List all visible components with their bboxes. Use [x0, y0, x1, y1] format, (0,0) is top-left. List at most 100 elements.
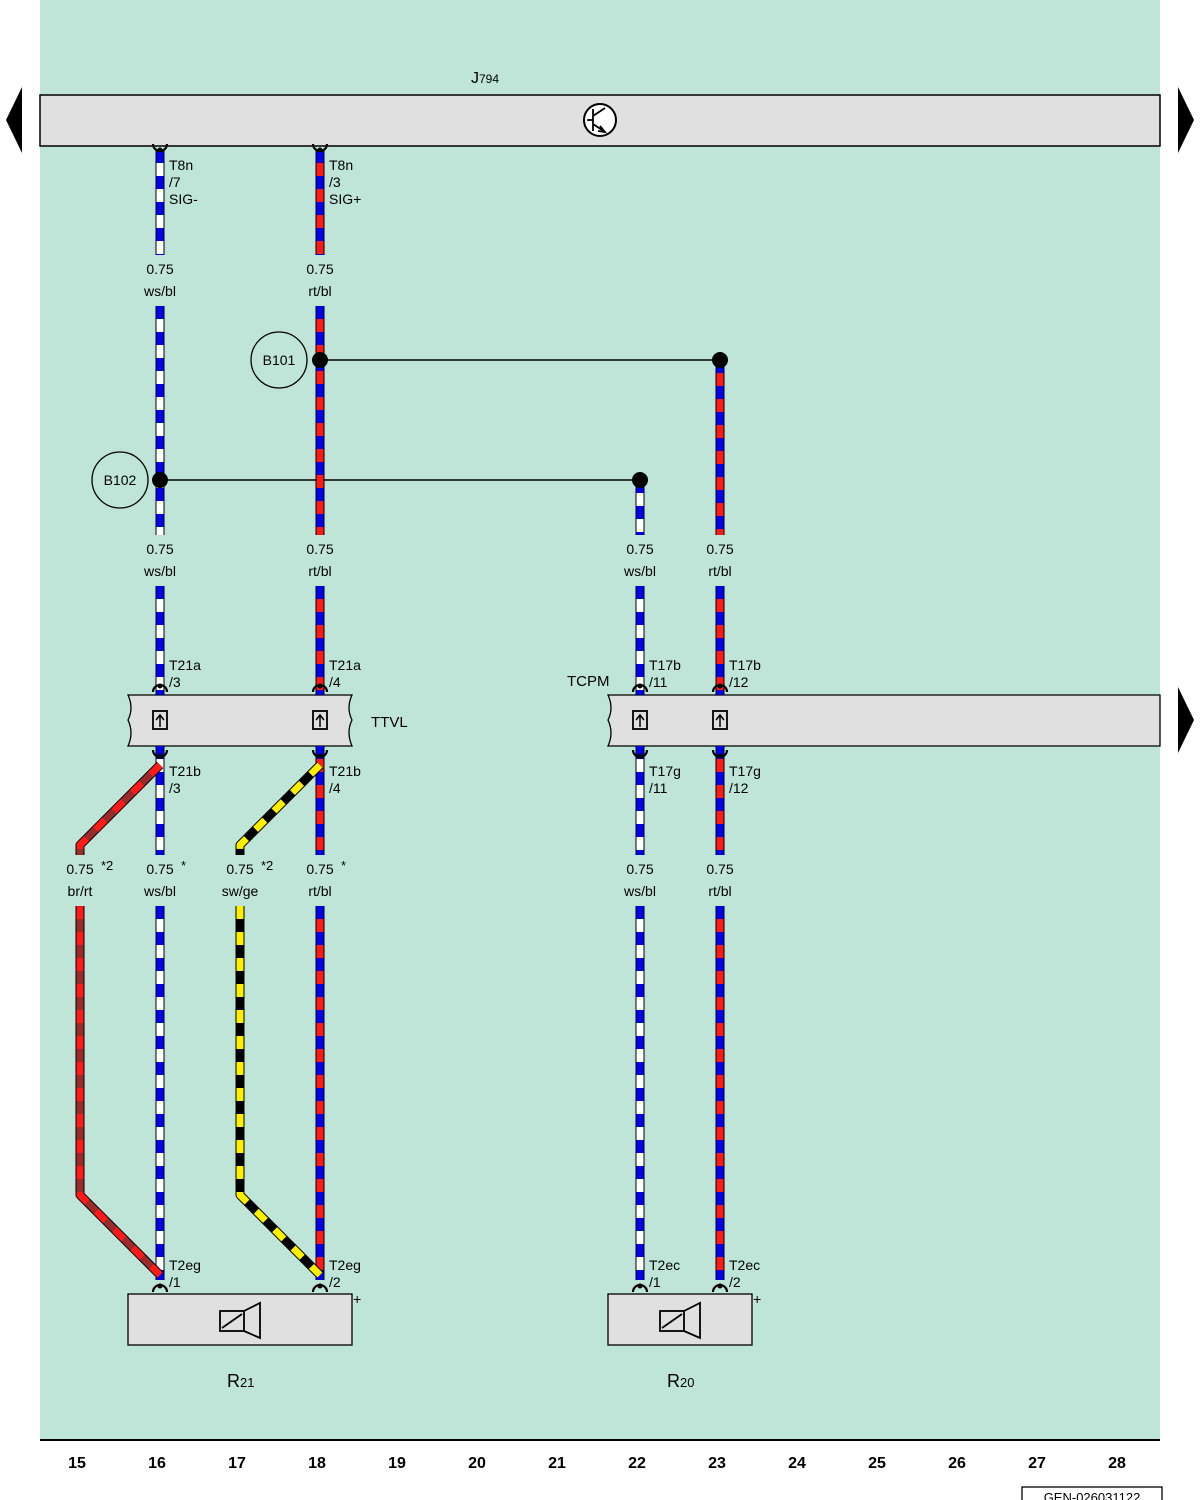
grid-number: 18: [308, 1455, 326, 1472]
pin-pin: /1: [649, 1274, 661, 1290]
wire-color: rt/bl: [308, 883, 331, 899]
pin-conn: T21b: [169, 763, 201, 779]
wire-label: 0.75 ws/bl: [143, 541, 176, 579]
labels-layer: 0.75 ws/bl 0.75 rt/bl 0.75 ws/bl 0.75 rt/bl 0.75…: [66, 261, 733, 899]
wire-color: ws/bl: [143, 883, 176, 899]
pin-t21b-4[interactable]: T21b/4: [311, 749, 361, 796]
arrow-right-icon[interactable]: [1178, 87, 1194, 153]
pin-t17b-11[interactable]: T17b/11: [631, 657, 681, 693]
wire-color: br/rt: [68, 883, 93, 899]
speaker-label: R21: [227, 1371, 254, 1391]
wire-color: rt/bl: [708, 883, 731, 899]
wire-label: 0.75 ws/bl *: [143, 858, 186, 899]
grid-number: 22: [628, 1455, 646, 1472]
pin-t17g-11[interactable]: T17g/11: [631, 749, 681, 796]
wire-size: 0.75: [306, 861, 333, 877]
pins-layer: T8n/7SIG-T8n/3SIG+T21a/3T21a/4T17b/11T17…: [151, 143, 761, 1307]
splice-dot: [312, 352, 328, 368]
pin-pin: /4: [329, 674, 341, 690]
wire-size: 0.75: [306, 261, 333, 277]
wire-color: ws/bl: [143, 563, 176, 579]
wire-size: 0.75: [626, 541, 653, 557]
splice-dot: [712, 352, 728, 368]
wire-label: 0.75 rt/bl: [306, 261, 333, 299]
splice-dot: [632, 472, 648, 488]
pin-conn: T8n: [329, 157, 353, 173]
grid-number: 19: [388, 1455, 406, 1472]
wire-segment[interactable]: [235, 761, 324, 855]
pin-t21a-4[interactable]: T21a/4: [311, 657, 361, 693]
splice-b101[interactable]: B101: [250, 331, 308, 389]
pin-conn: T2ec: [729, 1257, 760, 1273]
wire-footnote-mark: *: [181, 858, 186, 873]
wire-color: ws/bl: [143, 283, 176, 299]
grid-number: 25: [868, 1455, 886, 1472]
module-j794[interactable]: J794: [39, 70, 1161, 147]
connector-tcpm[interactable]: TCPM: [567, 673, 1161, 747]
wire-segment[interactable]: [235, 906, 324, 1279]
pin-t21a-3[interactable]: T21a/3: [151, 657, 201, 693]
wire-size: 0.75: [146, 541, 173, 557]
arrow-left-icon[interactable]: [6, 87, 22, 153]
wire-footnote-mark: *2: [101, 858, 113, 873]
pin-pin: /3: [169, 780, 181, 796]
connector-housing-icon: [712, 710, 728, 730]
grid-number: 16: [148, 1455, 166, 1472]
wires-layer: [75, 150, 725, 1280]
splice-b102[interactable]: B102: [91, 451, 149, 509]
wire-label: 0.75 rt/bl: [706, 861, 733, 899]
speaker-r20[interactable]: R20: [607, 1293, 753, 1391]
svg-text:B101: B101: [263, 352, 296, 368]
wire-size: 0.75: [226, 861, 253, 877]
connector-ttvl[interactable]: TTVL: [126, 694, 408, 747]
transistor-symbol-icon: [583, 103, 617, 137]
pin-conn: T8n: [169, 157, 193, 173]
pin-t21b-3[interactable]: T21b/3: [151, 749, 201, 796]
pin-t17g-12[interactable]: T17g/12: [711, 749, 761, 796]
wire-color: ws/bl: [623, 883, 656, 899]
grid-number: 21: [548, 1455, 566, 1472]
splice-dot: [152, 472, 168, 488]
speaker-icon: [659, 1310, 685, 1332]
pin-conn: T21a: [169, 657, 201, 673]
wire-segment[interactable]: [75, 906, 164, 1279]
grid-number: 24: [788, 1455, 806, 1472]
wire-size: 0.75: [146, 261, 173, 277]
doc-id-box: GEN-026031122: [1021, 1486, 1163, 1500]
grid-number: 26: [948, 1455, 966, 1472]
wire-color: ws/bl: [623, 563, 656, 579]
wire-size: 0.75: [706, 861, 733, 877]
pin-pin: /7: [169, 174, 181, 190]
pin-pin: /2: [729, 1274, 741, 1290]
pin-pin: /3: [169, 674, 181, 690]
connector-label-tcpm: TCPM: [567, 673, 610, 690]
pin-t17b-12[interactable]: T17b/12: [711, 657, 761, 693]
pin-pin: /12: [729, 674, 749, 690]
pin-conn: T17b: [649, 657, 681, 673]
wire-label: 0.75 ws/bl: [623, 541, 656, 579]
connector-label-ttvl: TTVL: [371, 714, 408, 731]
arrow-right-icon[interactable]: [1178, 687, 1194, 753]
pin-pin: /1: [169, 1274, 181, 1290]
pin-pin: /11: [649, 780, 668, 796]
wire-size: 0.75: [146, 861, 173, 877]
pin-sig: SIG-: [169, 191, 198, 207]
wire-color: rt/bl: [308, 563, 331, 579]
pin-pin: /4: [329, 780, 341, 796]
pin-pin: /12: [729, 780, 749, 796]
grid-number: 23: [708, 1455, 726, 1472]
grid-number: 27: [1028, 1455, 1046, 1472]
wire-segment[interactable]: [75, 761, 164, 855]
speaker-r21[interactable]: R21: [127, 1293, 353, 1391]
wire-color: rt/bl: [308, 283, 331, 299]
wire-color: sw/ge: [222, 883, 259, 899]
